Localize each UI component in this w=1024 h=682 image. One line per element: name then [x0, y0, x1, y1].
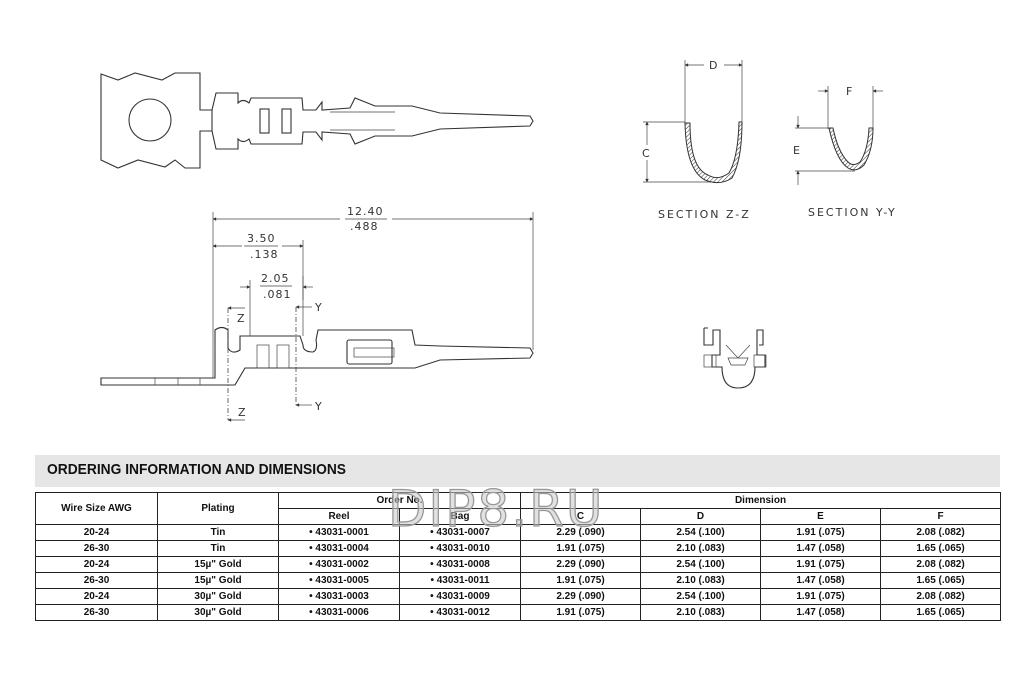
cell-plating: 15µ" Gold [157, 556, 279, 573]
terminal-side-view: 12.40 .488 3.50 .138 2.05 .081 Z Z Y Y [100, 205, 534, 422]
dim-a-in: .138 [250, 248, 279, 261]
dim-b-in: .081 [263, 288, 292, 301]
section-yy-drawing: F E SECTION Y-Y [793, 85, 897, 219]
cell-dim-d: 2.54 (.100) [640, 556, 761, 573]
header-plating: Plating [157, 492, 279, 525]
section-title-bar: ORDERING INFORMATION AND DIMENSIONS [35, 455, 1000, 487]
cell-dim-d: 2.54 (.100) [640, 588, 761, 605]
cell-plating: 30µ" Gold [157, 588, 279, 605]
cell-bag: • 43031-0008 [399, 556, 521, 573]
header-d: D [640, 508, 761, 525]
header-f: F [880, 508, 1001, 525]
cell-reel: • 43031-0001 [278, 524, 400, 541]
cell-reel: • 43031-0006 [278, 604, 400, 621]
cell-dim-e: 1.91 (.075) [760, 556, 881, 573]
cell-reel: • 43031-0004 [278, 540, 400, 557]
cell-dim-c: 2.29 (.090) [520, 556, 641, 573]
section-mark-z-top: Z [237, 312, 246, 325]
label-c: C [642, 147, 651, 160]
terminal-drawing: 12.40 .488 3.50 .138 2.05 .081 Z Z Y Y D… [100, 59, 897, 422]
cell-bag: • 43031-0009 [399, 588, 521, 605]
cell-reel: • 43031-0002 [278, 556, 400, 573]
cell-reel: • 43031-0005 [278, 572, 400, 589]
cell-dim-f: 1.65 (.065) [880, 604, 1001, 621]
cell-reel: • 43031-0003 [278, 588, 400, 605]
cell-dim-e: 1.47 (.058) [760, 540, 881, 557]
section-mark-y-bottom: Y [314, 400, 323, 413]
cell-bag: • 43031-0012 [399, 604, 521, 621]
label-d: D [709, 59, 718, 72]
header-wire-size: Wire Size AWG [35, 492, 158, 525]
ordering-table: Wire Size AWG Plating Order No. Dimensio… [35, 492, 1001, 621]
cell-wire-size: 20-24 [35, 588, 158, 605]
cell-dim-c: 1.91 (.075) [520, 604, 641, 621]
cell-dim-c: 2.29 (.090) [520, 524, 641, 541]
cell-dim-e: 1.47 (.058) [760, 572, 881, 589]
cell-bag: • 43031-0007 [399, 524, 521, 541]
cell-dim-f: 2.08 (.082) [880, 556, 1001, 573]
cell-dim-e: 1.91 (.075) [760, 588, 881, 605]
cell-bag: • 43031-0011 [399, 572, 521, 589]
cell-dim-d: 2.10 (.083) [640, 604, 761, 621]
header-reel: Reel [278, 508, 400, 525]
cell-dim-d: 2.10 (.083) [640, 540, 761, 557]
header-order-no: Order No. [278, 492, 521, 509]
cell-dim-e: 1.47 (.058) [760, 604, 881, 621]
cell-dim-c: 1.91 (.075) [520, 540, 641, 557]
header-c: C [520, 508, 641, 525]
cell-dim-f: 2.08 (.082) [880, 524, 1001, 541]
terminal-top-view [100, 72, 534, 169]
terminal-front-view [703, 327, 767, 389]
cell-plating: 15µ" Gold [157, 572, 279, 589]
section-zz-drawing: D C SECTION Z-Z [642, 59, 751, 221]
section-yy-label: SECTION Y-Y [808, 206, 897, 219]
section-mark-z-bottom: Z [238, 406, 247, 419]
section-title: ORDERING INFORMATION AND DIMENSIONS [47, 461, 346, 478]
dim-overall-in: .488 [350, 220, 379, 233]
label-e: E [793, 144, 801, 157]
dim-b-mm: 2.05 [261, 272, 290, 285]
cell-wire-size: 26-30 [35, 604, 158, 621]
cell-plating: 30µ" Gold [157, 604, 279, 621]
cell-wire-size: 26-30 [35, 572, 158, 589]
cell-wire-size: 20-24 [35, 556, 158, 573]
dim-overall-mm: 12.40 [347, 205, 384, 218]
section-mark-y-top: Y [314, 301, 323, 314]
label-f: F [846, 85, 853, 98]
cell-bag: • 43031-0010 [399, 540, 521, 557]
header-dimension: Dimension [520, 492, 1001, 509]
cell-dim-f: 1.65 (.065) [880, 572, 1001, 589]
dim-a-mm: 3.50 [247, 232, 276, 245]
cell-wire-size: 20-24 [35, 524, 158, 541]
cell-wire-size: 26-30 [35, 540, 158, 557]
cell-plating: Tin [157, 524, 279, 541]
header-bag: Bag [399, 508, 521, 525]
cell-dim-d: 2.10 (.083) [640, 572, 761, 589]
section-zz-label: SECTION Z-Z [658, 208, 751, 221]
cell-dim-c: 2.29 (.090) [520, 588, 641, 605]
cell-dim-d: 2.54 (.100) [640, 524, 761, 541]
cell-plating: Tin [157, 540, 279, 557]
header-e: E [760, 508, 881, 525]
cell-dim-e: 1.91 (.075) [760, 524, 881, 541]
cell-dim-f: 1.65 (.065) [880, 540, 1001, 557]
cell-dim-f: 2.08 (.082) [880, 588, 1001, 605]
cell-dim-c: 1.91 (.075) [520, 572, 641, 589]
